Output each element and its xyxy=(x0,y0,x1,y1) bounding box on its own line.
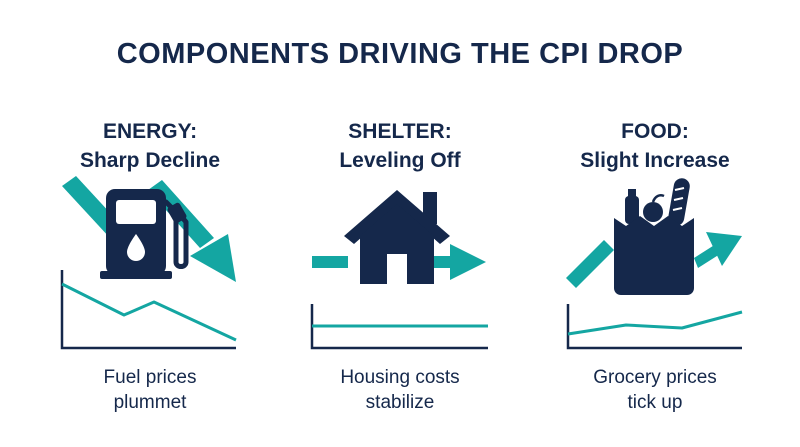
shelter-heading: SHELTER: Leveling Off xyxy=(275,117,525,175)
page-title: COMPONENTS DRIVING THE CPI DROP xyxy=(116,38,684,70)
shelter-heading-status: Leveling Off xyxy=(339,149,461,172)
shelter-flat-arrow-icon xyxy=(312,244,486,280)
food-up-arrow-left-icon xyxy=(566,240,614,288)
energy-heading: ENERGY: Sharp Decline xyxy=(25,117,275,175)
energy-caption: Fuel prices plummet xyxy=(25,365,275,415)
food-trend-chart xyxy=(566,304,743,350)
food-heading: FOOD: Slight Increase xyxy=(530,117,780,175)
food-caption-line2: tick up xyxy=(627,392,683,413)
food-heading-label: FOOD: xyxy=(621,120,689,143)
shelter-heading-label: SHELTER: xyxy=(348,120,452,143)
energy-heading-status: Sharp Decline xyxy=(79,149,221,172)
energy-trend-chart xyxy=(60,270,237,350)
food-caption: Grocery prices tick up xyxy=(530,365,780,415)
shelter-caption: Housing costs stabilize xyxy=(275,365,525,415)
energy-caption-line1: Fuel prices xyxy=(103,367,197,388)
fuel-pump-icon xyxy=(100,189,189,279)
energy-caption-line2: plummet xyxy=(113,392,187,413)
energy-heading-label: ENERGY: xyxy=(102,120,198,143)
food-heading-status: Slight Increase xyxy=(580,149,730,172)
shelter-trend-chart xyxy=(310,304,488,350)
food-up-arrow-icon xyxy=(694,232,742,268)
food-caption-line1: Grocery prices xyxy=(593,367,717,388)
grocery-bag-icon xyxy=(614,178,694,295)
house-icon xyxy=(344,190,450,284)
shelter-caption-line1: Housing costs xyxy=(340,367,460,388)
shelter-caption-line2: stabilize xyxy=(365,392,435,413)
